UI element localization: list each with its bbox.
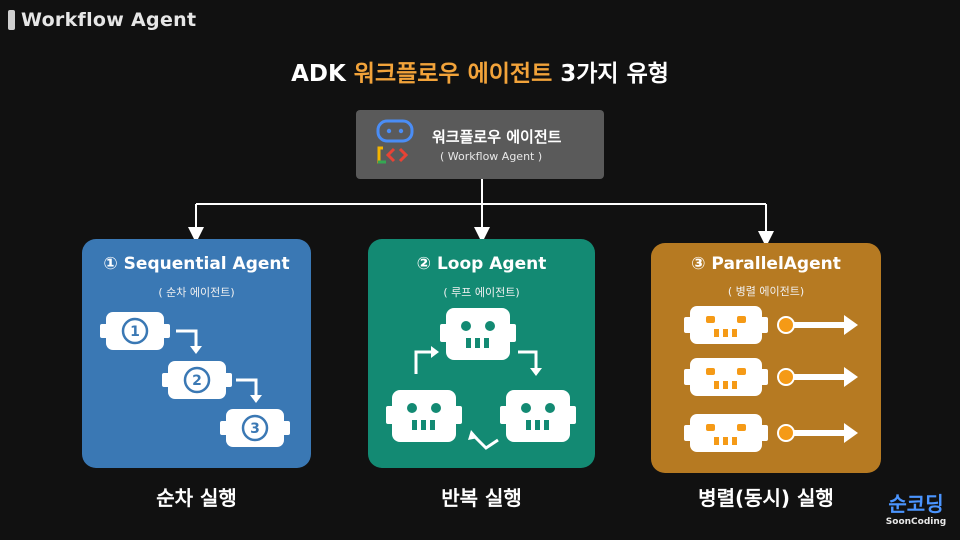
header-text: Workflow Agent [21, 9, 197, 31]
robot-code-icon [376, 119, 414, 164]
loop-title: ② Loop Agent [416, 254, 547, 274]
parallel-title: ③ ParallelAgent [691, 254, 841, 274]
parallel-row-1 [684, 306, 858, 344]
parallel-diagram [684, 306, 858, 452]
page-title: ADK 워크플로우 에이전트 3가지 유형 [0, 54, 960, 88]
parallel-caption: 병렬(동시) 실행 [698, 486, 834, 510]
title-prefix: ADK [291, 61, 354, 87]
step-3-label: 3 [250, 421, 260, 437]
sequential-subtitle: ( 순차 에이전트) [158, 286, 235, 299]
parallel-row-2 [684, 358, 858, 396]
step-2-label: 2 [192, 373, 202, 389]
title-suffix: 3가지 유형 [552, 61, 669, 87]
brand-korean: 순코딩 [888, 492, 944, 516]
header-bar-icon [8, 10, 15, 30]
parallel-subtitle: ( 병렬 에이전트) [727, 285, 805, 298]
brand-logo: 순코딩 SoonCoding [876, 488, 956, 527]
robot-head-left-icon [386, 390, 462, 442]
root-title: 워크플로우 에이전트 [432, 128, 562, 146]
loop-caption: 반복 실행 [441, 486, 522, 510]
robot-head-right-icon [500, 390, 576, 442]
sequential-caption: 순차 실행 [156, 486, 237, 510]
sequential-title: ① Sequential Agent [103, 254, 290, 274]
brand-english: SoonCoding [885, 517, 947, 527]
loop-diagram [386, 308, 576, 450]
title-highlight: 워크플로우 에이전트 [353, 61, 553, 87]
parallel-row-3 [684, 414, 858, 452]
root-subtitle: ( Workflow Agent ) [440, 150, 543, 163]
loop-subtitle: ( 루프 에이전트) [443, 286, 520, 299]
robot-head-top-icon [440, 308, 516, 360]
step-1-label: 1 [130, 324, 140, 340]
sequential-diagram: 1 2 3 [100, 312, 290, 447]
header-label: Workflow Agent [8, 9, 196, 31]
